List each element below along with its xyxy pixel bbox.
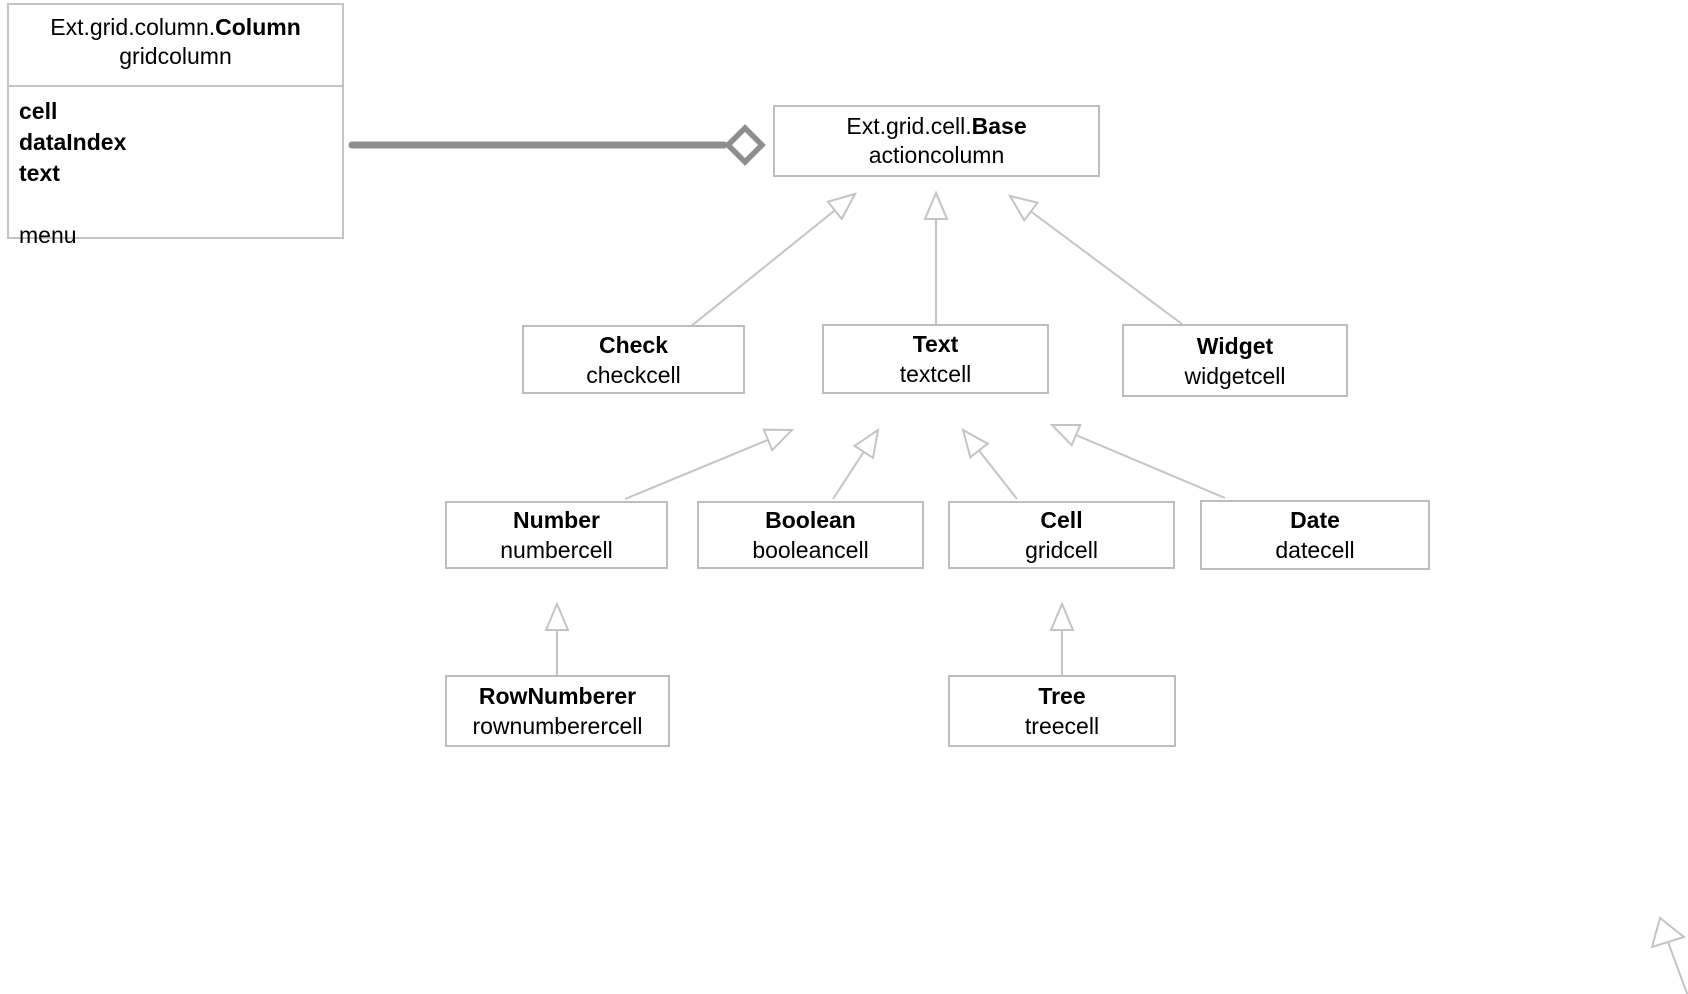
config-item-dataindex: dataIndex (19, 129, 127, 155)
class-box-base[interactable]: Ext.grid.cell.Base actioncolumn (773, 105, 1100, 177)
class-box-number[interactable]: Number numbercell (445, 501, 668, 569)
base-class-title-prefix: Ext.grid.cell. (846, 113, 972, 139)
inheritance-arrowhead-icon (762, 428, 795, 452)
class-xtype: datecell (1275, 537, 1355, 563)
inheritance-line-cell (978, 449, 1018, 500)
column-class-title-name: Column (215, 14, 301, 40)
inheritance-arrowhead-icon (544, 601, 570, 631)
inheritance-line-number (624, 438, 769, 500)
class-name: Widget (1196, 332, 1274, 359)
class-box-check[interactable]: Check checkcell (522, 325, 745, 394)
class-name: Date (1290, 507, 1340, 533)
class-xtype: booleancell (752, 537, 869, 563)
class-name: Text (912, 331, 959, 357)
class-xtype: treecell (1024, 713, 1100, 739)
inheritance-line-date (1075, 434, 1226, 499)
class-xtype: widgetcell (1184, 362, 1286, 389)
class-name: Check (598, 331, 669, 358)
inheritance-line-check (689, 209, 836, 328)
inheritance-line-offscreen (1667, 941, 1688, 994)
class-box-widget[interactable]: Widget widgetcell (1122, 324, 1348, 397)
class-name: Cell (1040, 507, 1083, 533)
class-box-cell[interactable]: Cell gridcell (948, 501, 1175, 569)
base-class-title: Ext.grid.cell.Base (846, 112, 1026, 141)
column-box-header: Ext.grid.column.Column gridcolumn (9, 5, 342, 87)
inheritance-arrowhead-icon (1650, 916, 1687, 949)
aggregation-diamond-icon (724, 124, 766, 166)
config-item-cell: cell (19, 98, 58, 124)
inheritance-arrowhead-icon (826, 192, 857, 221)
inheritance-arrowhead-icon (923, 190, 949, 220)
class-name: RowNumberer (478, 683, 637, 709)
class-box-date[interactable]: Date datecell (1200, 500, 1430, 570)
class-box-rownumberer[interactable]: RowNumberer rownumberercell (445, 675, 670, 747)
inheritance-arrowhead-icon (961, 427, 990, 460)
config-item-menu: menu (19, 222, 77, 248)
inheritance-line-widget (1030, 210, 1183, 325)
inheritance-arrowhead-icon (1049, 601, 1075, 631)
inheritance-line-boolean (832, 451, 865, 500)
class-xtype: rownumberercell (472, 713, 643, 739)
column-config-list: cell dataIndex text menu (9, 87, 342, 251)
class-box-boolean[interactable]: Boolean booleancell (697, 501, 924, 569)
class-name: Boolean (765, 507, 856, 533)
class-box-tree[interactable]: Tree treecell (948, 675, 1176, 747)
class-xtype: checkcell (586, 361, 681, 388)
class-box-text[interactable]: Text textcell (822, 324, 1049, 394)
inheritance-arrowhead-icon (1007, 194, 1040, 223)
column-class-xtype: gridcolumn (119, 43, 232, 69)
config-item-text: text (19, 160, 60, 186)
inheritance-arrowhead-icon (852, 427, 880, 460)
inheritance-arrowhead-icon (1049, 424, 1082, 447)
column-class-title: Ext.grid.column.Column (9, 13, 342, 42)
class-name: Tree (1038, 683, 1086, 709)
class-box-column[interactable]: Ext.grid.column.Column gridcolumn cell d… (7, 3, 344, 248)
class-xtype: gridcell (1025, 537, 1098, 563)
class-xtype: textcell (899, 361, 972, 387)
class-name: Number (513, 507, 600, 533)
base-class-title-name: Base (971, 113, 1027, 139)
class-xtype: numbercell (500, 537, 613, 563)
base-class-xtype: actioncolumn (868, 142, 1005, 168)
column-class-title-prefix: Ext.grid.column. (50, 14, 216, 40)
config-list-spacer (19, 189, 342, 220)
